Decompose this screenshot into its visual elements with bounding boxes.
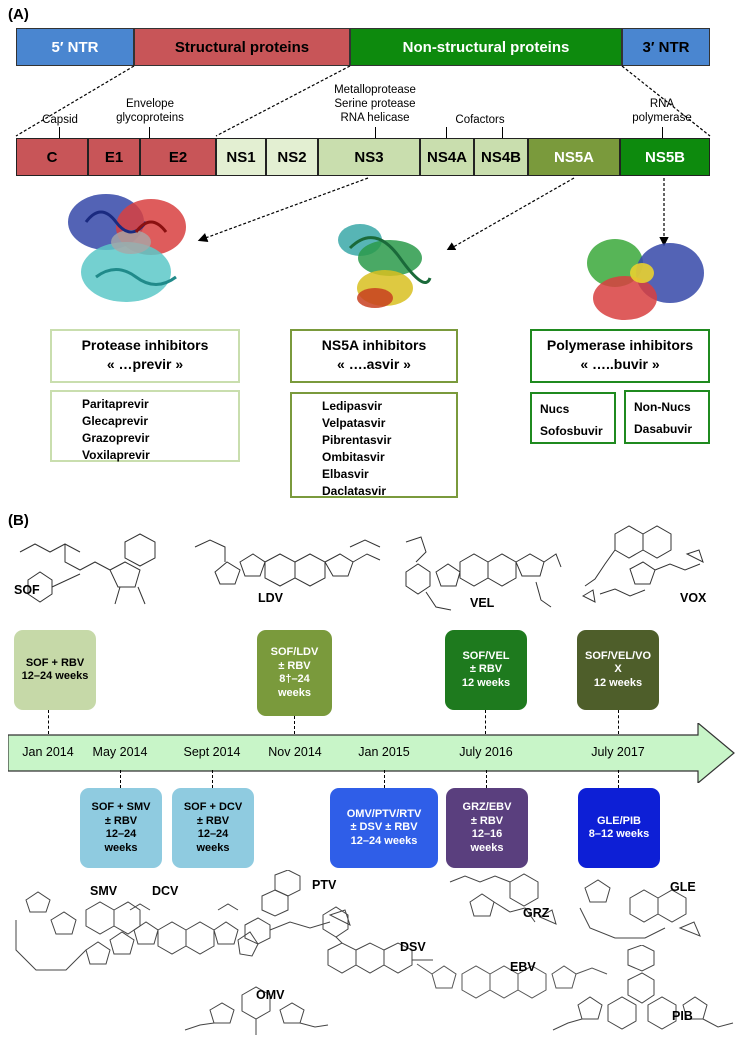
segment-ns2: NS2 — [266, 138, 318, 176]
segment-ns4b: NS4B — [474, 138, 528, 176]
dsv-label: DSV — [400, 940, 426, 954]
tick-cofactor-left — [446, 127, 447, 138]
segment-e2: E2 — [140, 138, 216, 176]
segment-ns4a: NS4A — [420, 138, 474, 176]
genome-structural: Structural proteins — [134, 28, 350, 66]
date-may-2014: May 2014 — [92, 745, 148, 759]
pib-label: PIB — [672, 1009, 693, 1023]
panel-b-label: (B) — [8, 512, 29, 529]
segment-c: C — [16, 138, 88, 176]
date-jan-2014: Jan 2014 — [22, 745, 74, 759]
connector-may-2014 — [120, 770, 121, 788]
vel-structure-drawing — [405, 536, 562, 611]
tick-capsid — [59, 127, 60, 138]
regimen-omv-ptv-rtv: OMV/PTV/RTV± DSV ± RBV 12–24 weeks — [330, 788, 438, 868]
genome-3ntr: 3′ NTR — [622, 28, 710, 66]
polymerase-inhibitors-box: Polymerase inhibitors« …..buvir » — [530, 329, 710, 383]
ns5b-polymerase-structure-image — [587, 239, 704, 320]
segment-ns3: NS3 — [318, 138, 420, 176]
tick-ns3 — [375, 127, 376, 138]
segment-ns1: NS1 — [216, 138, 266, 176]
tick-envelope — [149, 127, 150, 138]
smv-structure-drawing — [15, 891, 141, 971]
tick-cofactor-right — [502, 127, 503, 138]
pib-structure-drawing — [552, 945, 734, 1031]
ns3-protease-structure-image — [68, 194, 186, 302]
segment-ns5a: NS5A — [528, 138, 620, 176]
regimen-sof-vel: SOF/VEL± RBV 12 weeks — [445, 630, 527, 710]
connector-july-2017-bottom — [618, 770, 619, 788]
dcv-structure-drawing — [109, 903, 259, 957]
date-nov-2014: Nov 2014 — [268, 745, 322, 759]
genome-5ntr: 5′ NTR — [16, 28, 134, 66]
connector-july-2017-top — [618, 710, 619, 734]
ns5a-inhibitors-box: NS5A inhibitors« ….asvir » — [290, 329, 458, 383]
date-jan-2015: Jan 2015 — [358, 745, 410, 759]
segment-arrows — [197, 177, 669, 250]
connector-sept-2014 — [212, 770, 213, 788]
connector-jan-2015 — [384, 770, 385, 788]
segment-ns5b: NS5B — [620, 138, 710, 176]
timeline-arrow — [8, 723, 735, 783]
annotation-cofactors: Cofactors — [455, 114, 505, 126]
vox-structure-drawing — [581, 525, 704, 603]
date-july-2016: July 2016 — [459, 745, 513, 759]
tick-polymerase — [662, 127, 663, 138]
grz-label: GRZ — [523, 906, 550, 920]
genome-connector-lines — [15, 65, 711, 137]
segment-e1: E1 — [88, 138, 140, 176]
genome-nonstructural: Non-structural proteins — [350, 28, 622, 66]
sof-label: SOF — [14, 583, 40, 597]
annotation-capsid: Capsid — [42, 114, 78, 126]
gle-structure-drawing — [579, 879, 701, 939]
connector-jan-2014 — [48, 710, 49, 734]
dcv-label: DCV — [152, 884, 179, 898]
gle-label: GLE — [670, 880, 696, 894]
ebv-label: EBV — [510, 960, 536, 974]
ns5a-structure-image — [338, 224, 432, 308]
panel-a-label: (A) — [8, 6, 29, 23]
omv-structure-drawing — [184, 986, 329, 1035]
ldv-structure-drawing — [194, 539, 381, 587]
connector-july-2016-bottom — [486, 770, 487, 788]
ebv-structure-drawing — [416, 963, 608, 999]
date-july-2017: July 2017 — [591, 745, 645, 759]
grz-structure-drawing — [449, 873, 557, 925]
date-sept-2014: Sept 2014 — [183, 745, 241, 759]
dsv-structure-drawing — [322, 906, 433, 974]
ptv-label: PTV — [312, 878, 337, 892]
omv-label: OMV — [256, 988, 285, 1002]
sof-structure-drawing — [19, 533, 156, 605]
nucs-box: Nucs Sofosbuvir — [530, 392, 616, 444]
ldv-label: LDV — [258, 591, 283, 605]
connector-nov-2014 — [294, 716, 295, 734]
protease-inhibitors-box: Protease inhibitors« …previr » — [50, 329, 240, 383]
non-nucs-box: Non-Nucs Dasabuvir — [624, 390, 710, 444]
vox-label: VOX — [680, 591, 707, 605]
connector-july-2016-top — [485, 710, 486, 734]
smv-label: SMV — [90, 884, 118, 898]
vel-label: VEL — [470, 596, 495, 610]
